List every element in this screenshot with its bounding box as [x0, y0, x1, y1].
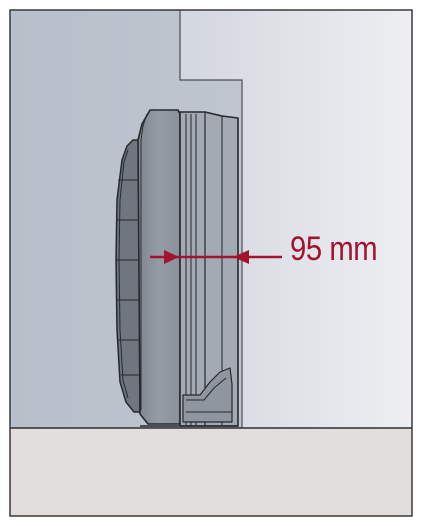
dimension-label: 95 mm: [290, 230, 378, 268]
frame-border: [9, 9, 413, 517]
dimension-marker: [150, 250, 282, 264]
front-grille: [115, 139, 141, 413]
dimension-arrowhead-right: [233, 250, 249, 264]
dimension-arrowhead-left: [164, 250, 179, 264]
indoor-unit: [115, 109, 239, 427]
floor: [10, 427, 412, 516]
rear-chassis: [140, 111, 239, 427]
unit-body: [137, 109, 181, 425]
